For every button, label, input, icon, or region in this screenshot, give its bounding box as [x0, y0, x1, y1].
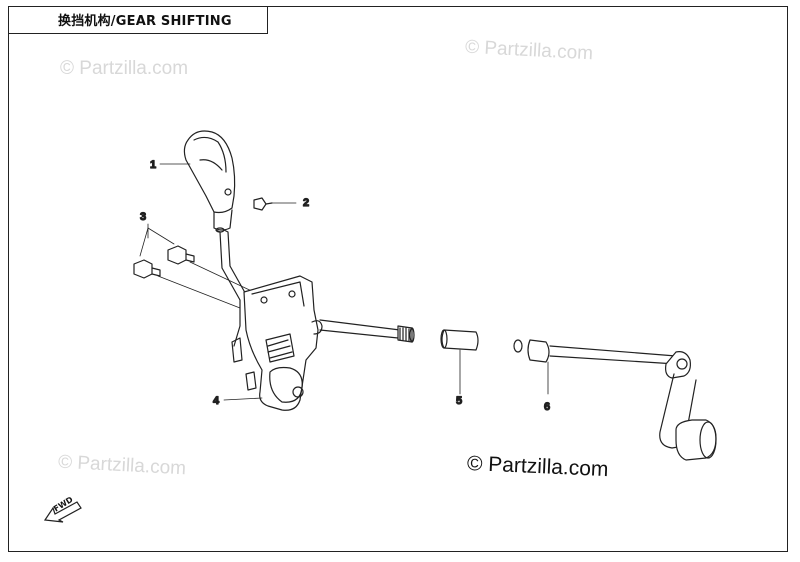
- diagram-frame: [8, 6, 788, 552]
- knob-screw: [253, 197, 297, 211]
- rear-rod: [513, 339, 677, 395]
- callout-3: 3: [140, 211, 146, 223]
- callout-5: 5: [456, 395, 462, 407]
- fwd-arrow-icon: [43, 498, 83, 524]
- callout-6: 6: [544, 401, 550, 413]
- shift-bracket: [231, 275, 323, 411]
- rear-shift-lever: [659, 351, 717, 461]
- shift-knob: [183, 130, 236, 231]
- callout-1: 1: [150, 159, 156, 171]
- diagram-title: 换挡机构/GEAR SHIFTING: [58, 14, 232, 29]
- callout-4: 4: [213, 395, 220, 407]
- callout-2: 2: [303, 197, 309, 209]
- rod-coupler: [440, 329, 479, 395]
- watermark: © Partzilla.com: [60, 58, 189, 79]
- mount-bolts: [133, 245, 259, 309]
- title-box: 换挡机构/GEAR SHIFTING: [8, 6, 268, 34]
- shift-rod: [319, 319, 415, 343]
